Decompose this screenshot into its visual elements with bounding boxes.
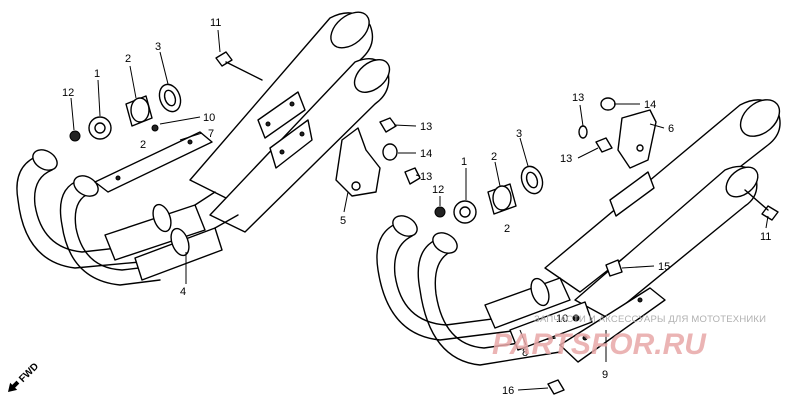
callout-10-left: 10 [203, 112, 215, 124]
callout-labels: 11 1 2 3 12 10 2 7 4 5 13 14 13 1 2 3 12… [62, 17, 771, 397]
watermark-brand: PARTSFOR.RU [492, 328, 707, 361]
callout-14-a: 14 [420, 148, 432, 160]
left-heat-shield-7 [94, 131, 213, 193]
callout-7: 7 [208, 128, 214, 140]
callout-2-right-b: 2 [504, 223, 510, 235]
callout-2-right: 2 [491, 151, 497, 163]
left-muffler-assembly [189, 11, 391, 233]
callout-6: 6 [668, 123, 674, 135]
fwd-label: FWD [17, 361, 41, 385]
callout-14-b: 14 [644, 99, 656, 111]
left-header-pipes [16, 149, 239, 286]
leader-lines [70, 29, 769, 391]
callout-16: 16 [502, 385, 514, 397]
callout-12-left: 12 [62, 87, 74, 99]
callout-13-b: 13 [420, 171, 432, 183]
callout-13-a: 13 [420, 121, 432, 133]
callout-12-right: 12 [432, 184, 444, 196]
callout-9: 9 [602, 369, 608, 381]
callout-2-left-b: 2 [140, 139, 146, 151]
callout-3-right: 3 [516, 128, 522, 140]
callout-1-left: 1 [94, 68, 100, 80]
callout-11-right: 11 [760, 231, 771, 243]
callout-5: 5 [340, 215, 346, 227]
callout-10-right: 10 [556, 313, 568, 325]
callout-4: 4 [180, 286, 186, 298]
left-small-parts [69, 51, 263, 142]
watermark-caption: ЗАПЧАСТИ И АКСЕССУАРЫ ДЛЯ МОТОТЕХНИКИ [534, 314, 766, 325]
callout-11-left: 11 [210, 17, 221, 29]
callout-13-c: 13 [572, 92, 584, 104]
right-header-pipes [376, 215, 593, 366]
callout-15: 15 [658, 261, 670, 273]
right-small-parts [335, 97, 779, 395]
forward-direction-indicator: FWD [8, 361, 41, 392]
callout-13-d: 13 [560, 153, 572, 165]
callout-8: 8 [522, 347, 528, 359]
callout-3-left: 3 [155, 41, 161, 53]
callout-2-left: 2 [125, 53, 131, 65]
right-muffler-assembly [544, 99, 781, 319]
right-heat-shield-9 [559, 287, 666, 363]
watermark: ЗАПЧАСТИ И АКСЕССУАРЫ ДЛЯ МОТОТЕХНИКИ PA… [492, 314, 766, 361]
forward-arrow-icon [8, 380, 20, 392]
callout-1-right: 1 [461, 156, 467, 168]
